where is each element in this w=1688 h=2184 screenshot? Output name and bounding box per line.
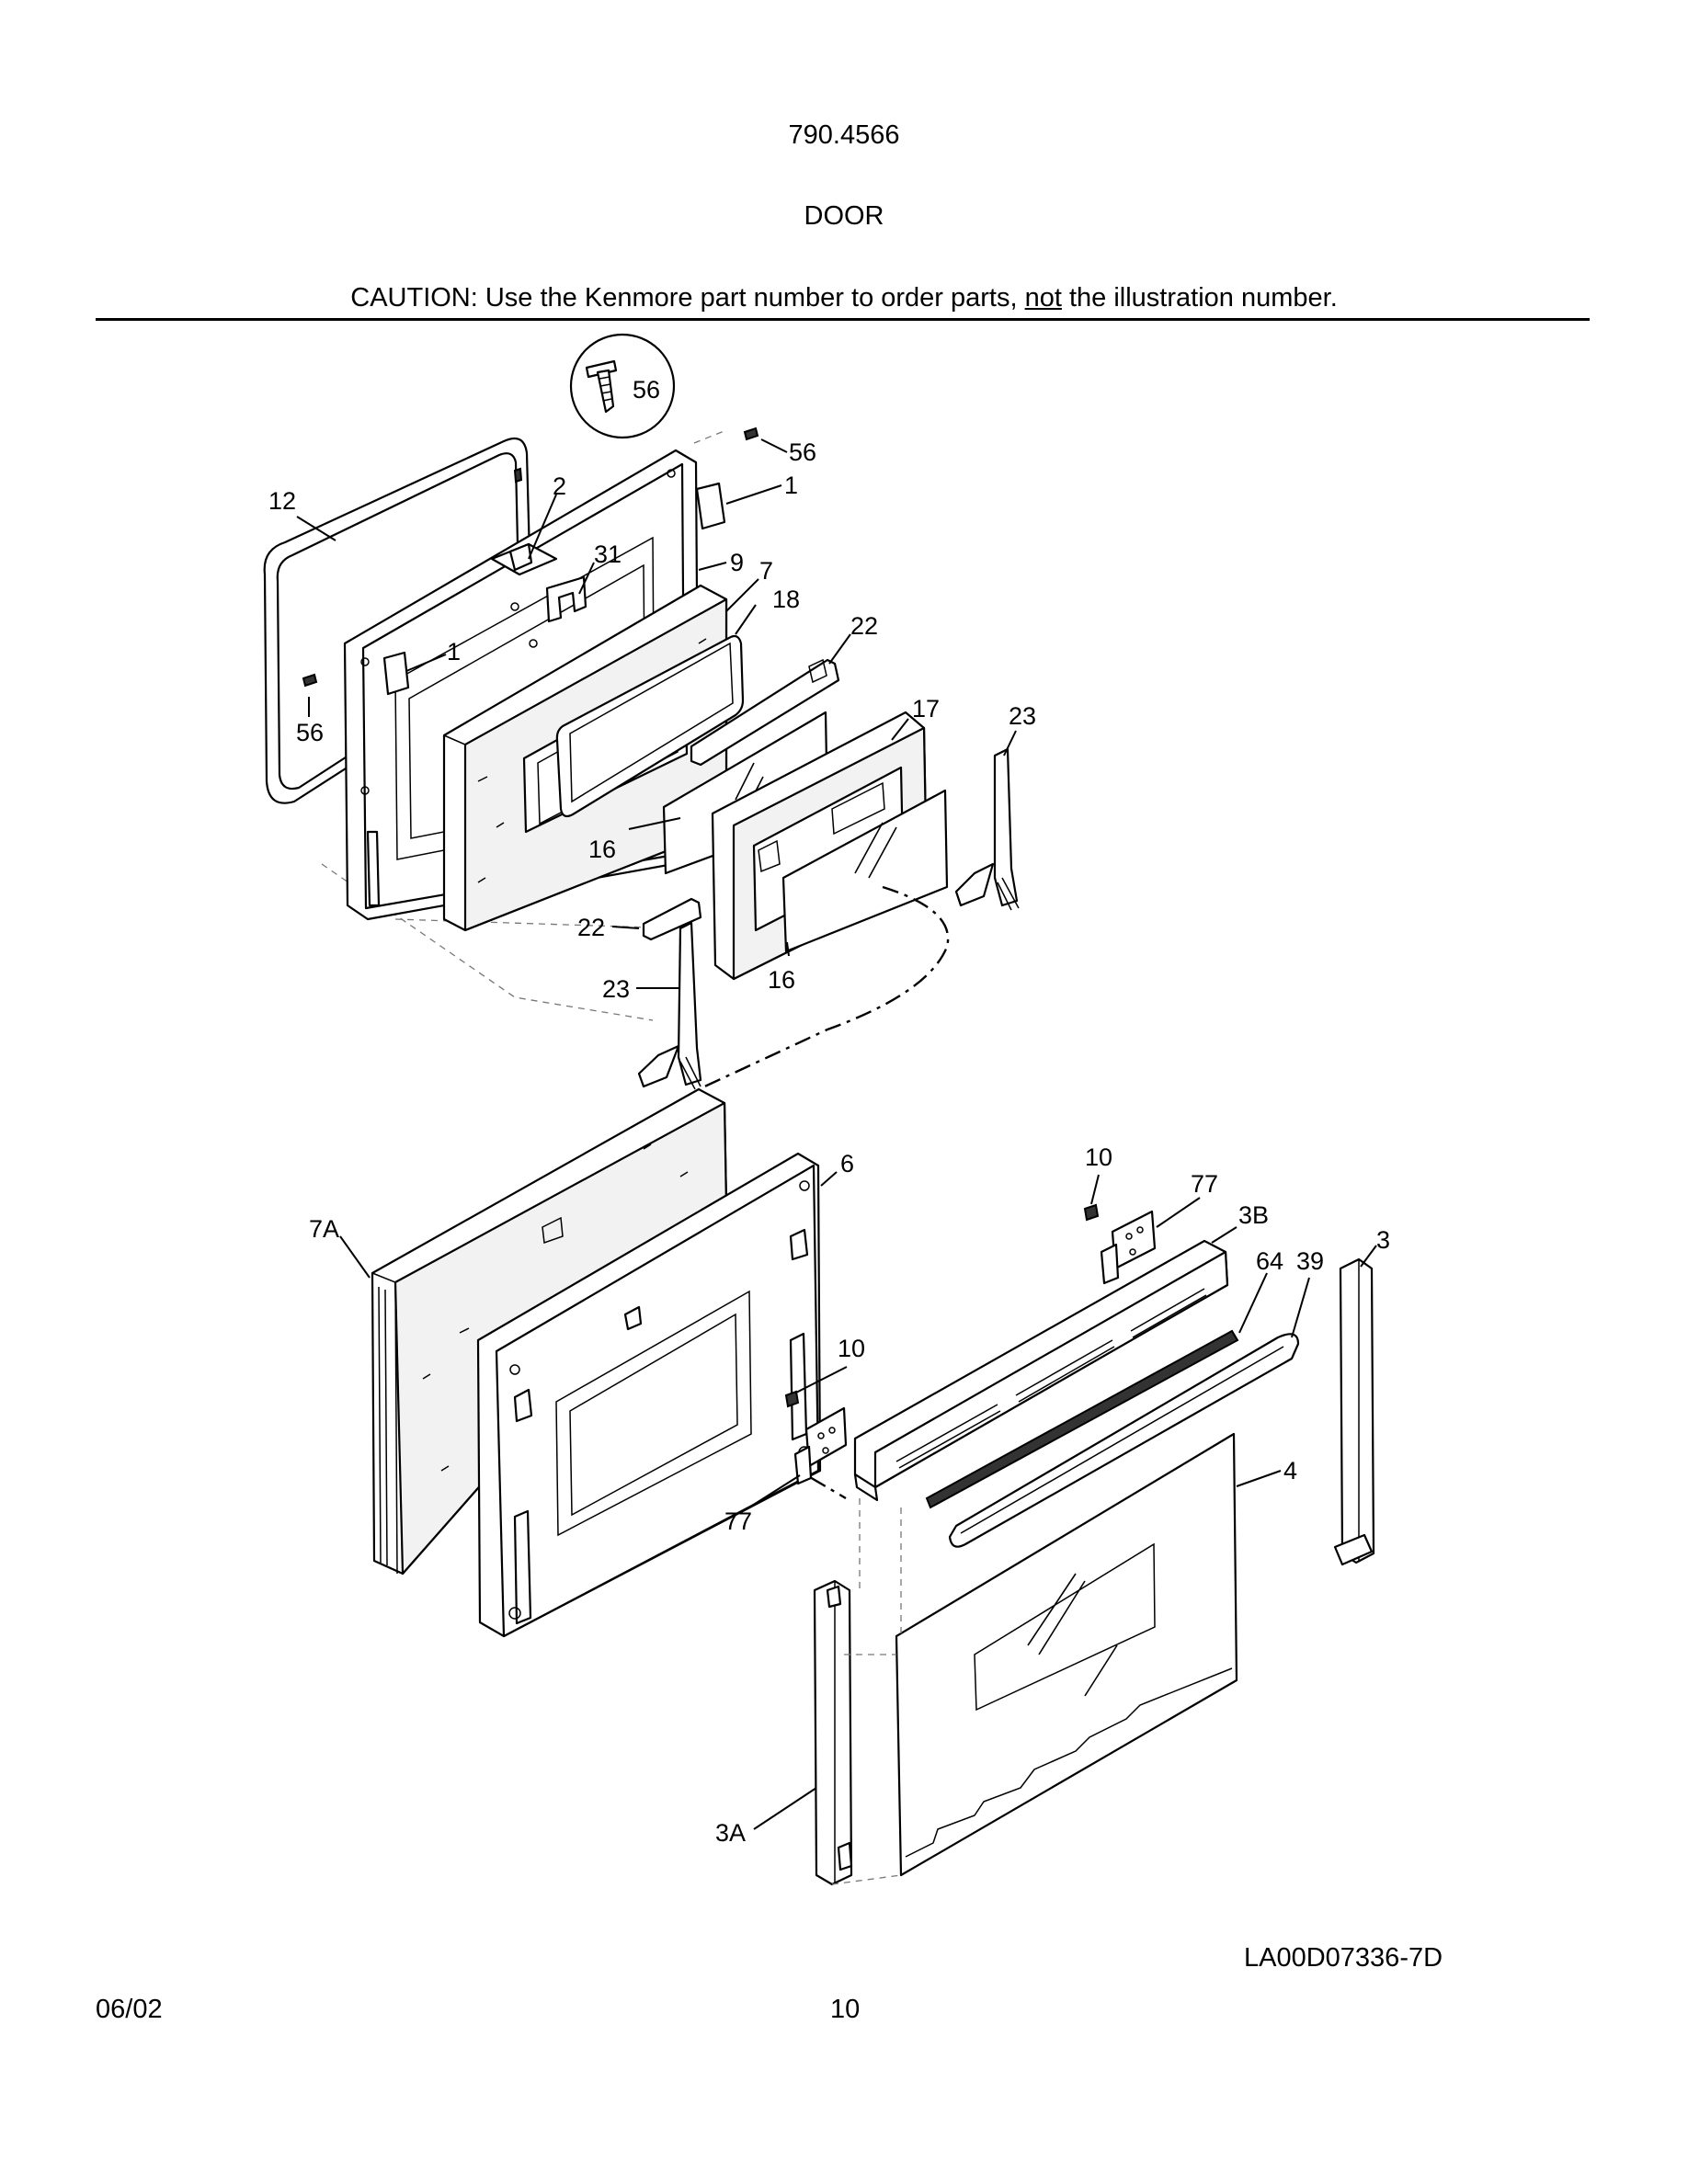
callout-7A: 7A <box>309 1215 339 1243</box>
callout-56-top: 56 <box>789 438 816 466</box>
figure-code: LA00D07336-7D <box>1244 1943 1443 1973</box>
callout-3A: 3A <box>715 1819 746 1847</box>
door-handle <box>948 1333 1300 1548</box>
revision-date: 06/02 <box>96 1995 163 2024</box>
callout-16-bottom: 16 <box>768 966 795 994</box>
caution-emphasis: not <box>1024 283 1062 313</box>
caution-notice: CAUTION: Use the Kenmore part number to … <box>0 282 1688 313</box>
caution-text-end: the illustration number. <box>1061 283 1338 313</box>
callout-1-left: 1 <box>447 638 461 665</box>
door-hinge-right <box>954 747 1020 911</box>
callout-39: 39 <box>1296 1247 1324 1275</box>
callout-10-top: 10 <box>1085 1143 1112 1171</box>
callout-2: 2 <box>553 472 566 500</box>
hinge-screw-lower <box>784 1390 800 1408</box>
callout-56-left: 56 <box>296 719 324 746</box>
callout-1-top: 1 <box>784 472 798 499</box>
hinge-plate-upper <box>1100 1210 1157 1285</box>
callout-7: 7 <box>759 557 773 585</box>
callout-22-bottom: 22 <box>577 914 605 941</box>
screw-left <box>302 673 318 688</box>
hinge-screw-upper <box>1083 1203 1100 1222</box>
section-title: DOOR <box>804 201 884 231</box>
window-seal <box>555 634 745 818</box>
door-hook <box>545 575 587 623</box>
door-hinge-left <box>637 921 702 1090</box>
door-side-trim-right <box>1333 1257 1375 1566</box>
callout-77-top: 77 <box>1191 1170 1218 1198</box>
hinge-plate-lower <box>793 1406 848 1485</box>
alignment-lines-lower <box>831 1498 902 1885</box>
callout-9: 9 <box>730 549 744 576</box>
screw-detail-inset <box>569 333 676 439</box>
callout-18: 18 <box>772 586 800 613</box>
callout-22-top: 22 <box>850 612 878 640</box>
callout-17: 17 <box>912 695 940 722</box>
callout-56-inset: 56 <box>633 376 660 404</box>
header-rule <box>96 318 1590 321</box>
callout-4: 4 <box>1283 1457 1297 1484</box>
callout-leaders <box>296 438 1377 1830</box>
callout-77-bottom: 77 <box>724 1507 752 1535</box>
callout-23-right: 23 <box>1009 702 1036 730</box>
callout-64: 64 <box>1256 1247 1283 1275</box>
outer-door-glass <box>895 1432 1238 1877</box>
callout-16-left: 16 <box>588 836 616 863</box>
screw-top-right <box>743 427 759 441</box>
callout-12: 12 <box>268 487 296 515</box>
callout-3: 3 <box>1376 1226 1390 1254</box>
glass-channel-top <box>690 658 840 767</box>
callout-labels: 56 56 1 12 2 31 9 7 18 22 1 56 17 23 16 … <box>268 376 1390 1847</box>
inner-door-panel <box>476 1152 822 1638</box>
caution-text-start: CAUTION: Use the Kenmore part number to … <box>350 283 1025 313</box>
callout-10-mid: 10 <box>838 1335 865 1362</box>
hinge-clip-left <box>382 651 410 696</box>
model-number: 790.4566 <box>788 120 900 150</box>
door-side-trim-left <box>813 1579 853 1886</box>
outer-glass-panel <box>781 789 949 953</box>
callout-31: 31 <box>594 540 622 568</box>
callout-23-left: 23 <box>602 975 630 1003</box>
page-number: 10 <box>830 1995 861 2024</box>
glass-channel-bottom <box>642 897 702 941</box>
callout-3B: 3B <box>1238 1201 1269 1229</box>
door-top-trim <box>853 1239 1229 1502</box>
handle-seal-strip <box>925 1329 1239 1509</box>
hinge-clip-top <box>695 482 726 530</box>
callout-6: 6 <box>840 1150 854 1177</box>
screw-inset-link <box>513 467 523 483</box>
upper-bracket <box>490 542 558 576</box>
